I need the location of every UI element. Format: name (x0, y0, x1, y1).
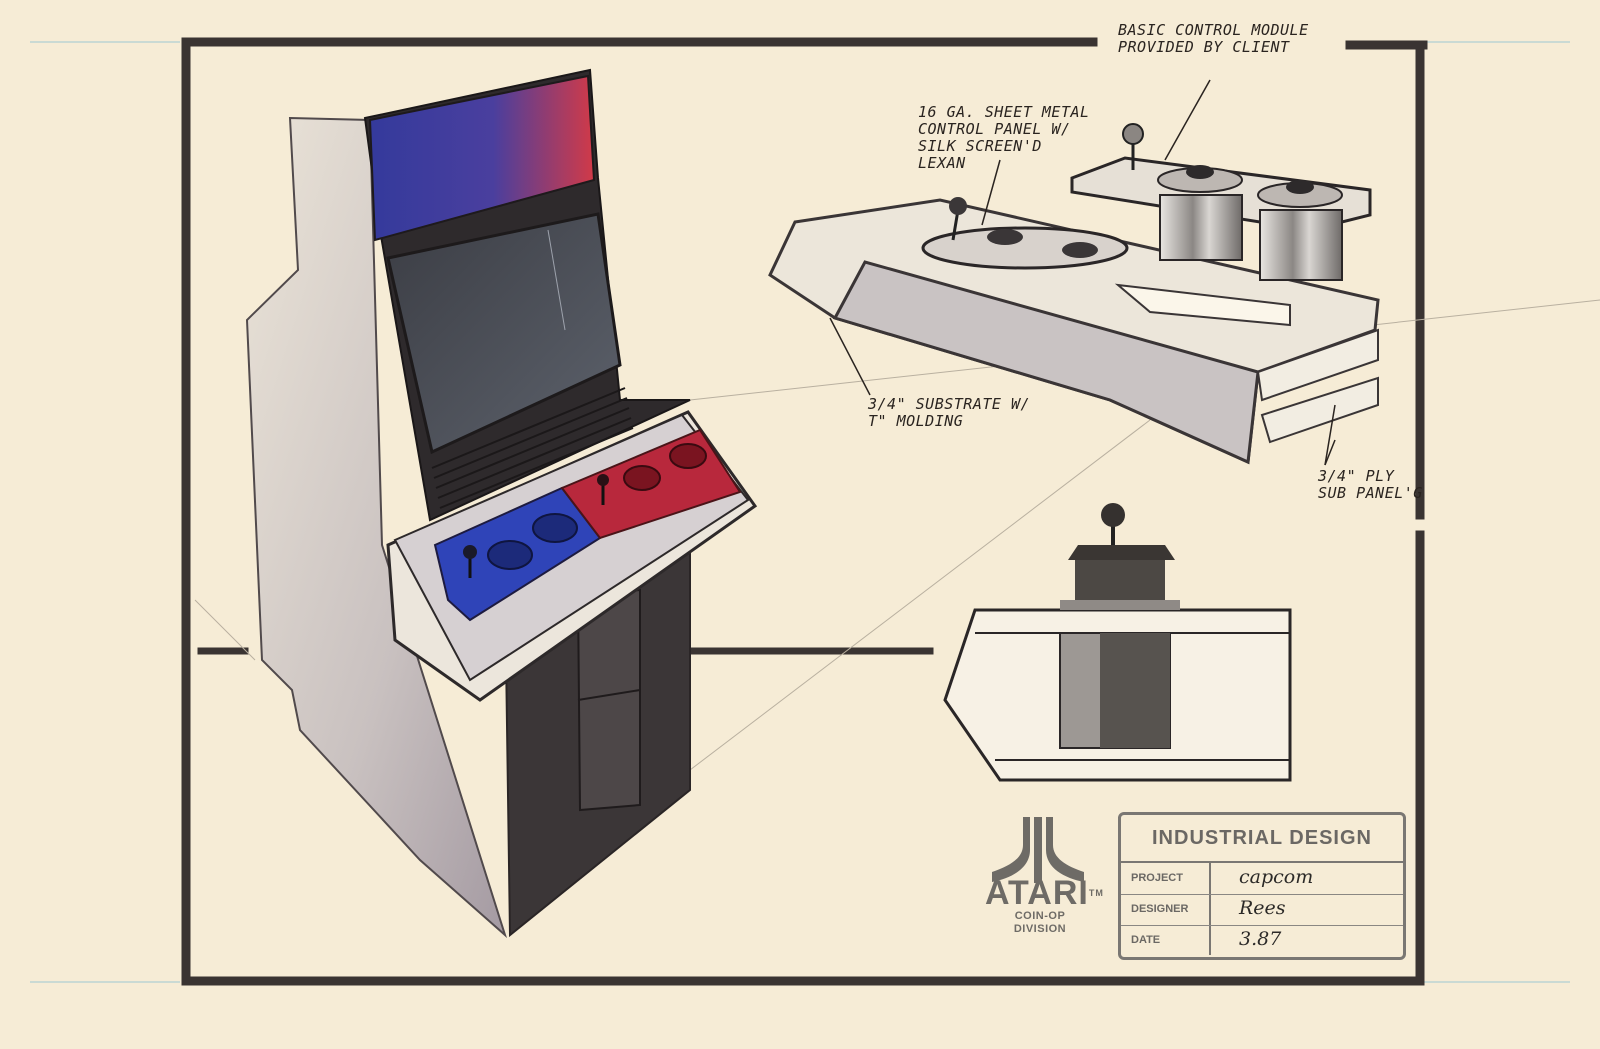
date-label: DATE (1131, 934, 1161, 946)
ply-sub-panel (1256, 328, 1379, 402)
arcade-cabinet (245, 68, 758, 939)
annotation-line: PROVIDED BY CLIENT (1118, 38, 1290, 56)
section-view (943, 503, 1292, 782)
annotation-line: T" MOLDING (868, 412, 964, 430)
player2-controls (597, 443, 707, 505)
annotation-line: 3/4" PLY (1318, 467, 1395, 485)
leader-lines (829, 79, 1336, 466)
annotation-line: CONTROL PANEL W/ (918, 120, 1071, 138)
annotation-line: LEXAN (918, 154, 966, 172)
title-block-stamp: INDUSTRIAL DESIGN PROJECT capcom DESIGNE… (1118, 812, 1406, 960)
designer-label: DESIGNER (1131, 903, 1189, 915)
annotation-line: SUB PANEL'G (1318, 484, 1423, 502)
annotation-line: 16 GA. SHEET METAL (918, 103, 1090, 121)
annotation-line: SILK SCREEN'D (918, 137, 1042, 155)
speaker-grille (431, 387, 634, 509)
designer-row: DESIGNER Rees (1121, 894, 1403, 925)
module-cutout (1114, 283, 1291, 327)
atari-fuji-logo (992, 817, 1084, 883)
cabinet-side-panel (245, 116, 508, 939)
project-value: capcom (1239, 866, 1314, 888)
annotation-line: 3/4" SUBSTRATE W/ (868, 395, 1031, 413)
player1-controls (463, 513, 578, 578)
project-row: PROJECT capcom (1121, 863, 1403, 894)
division-line-1: COIN-OP (1014, 910, 1066, 922)
annotation-sheet-metal: 16 GA. SHEET METAL CONTROL PANEL W/ SILK… (918, 104, 1090, 172)
annotation-ply: 3/4" PLY SUB PANEL'G (1318, 468, 1423, 502)
date-value: 3.87 (1239, 928, 1282, 950)
cabinet-screen (386, 212, 622, 455)
annotation-control-module: BASIC CONTROL MODULE PROVIDED BY CLIENT (1118, 22, 1309, 56)
division-line-2: DIVISION (1013, 923, 1067, 935)
section-button-cap (1075, 560, 1165, 600)
atari-logo: ATARITM COIN-OP DIVISION (985, 812, 1103, 962)
annotation-substrate: 3/4" SUBSTRATE W/ T" MOLDING (868, 396, 1030, 430)
control-panel-detail (768, 123, 1380, 465)
frame-border (181, 37, 1428, 986)
trademark-symbol: TM (1088, 888, 1104, 898)
date-row: DATE 3.87 (1121, 925, 1403, 956)
annotation-line: BASIC CONTROL MODULE (1118, 21, 1309, 39)
project-label: PROJECT (1131, 872, 1183, 884)
atari-wordmark: ATARI (985, 874, 1089, 912)
panel-front-face (832, 260, 1260, 465)
cabinet-marquee (368, 74, 596, 242)
title-block-heading: INDUSTRIAL DESIGN (1121, 815, 1403, 863)
designer-value: Rees (1239, 897, 1286, 919)
